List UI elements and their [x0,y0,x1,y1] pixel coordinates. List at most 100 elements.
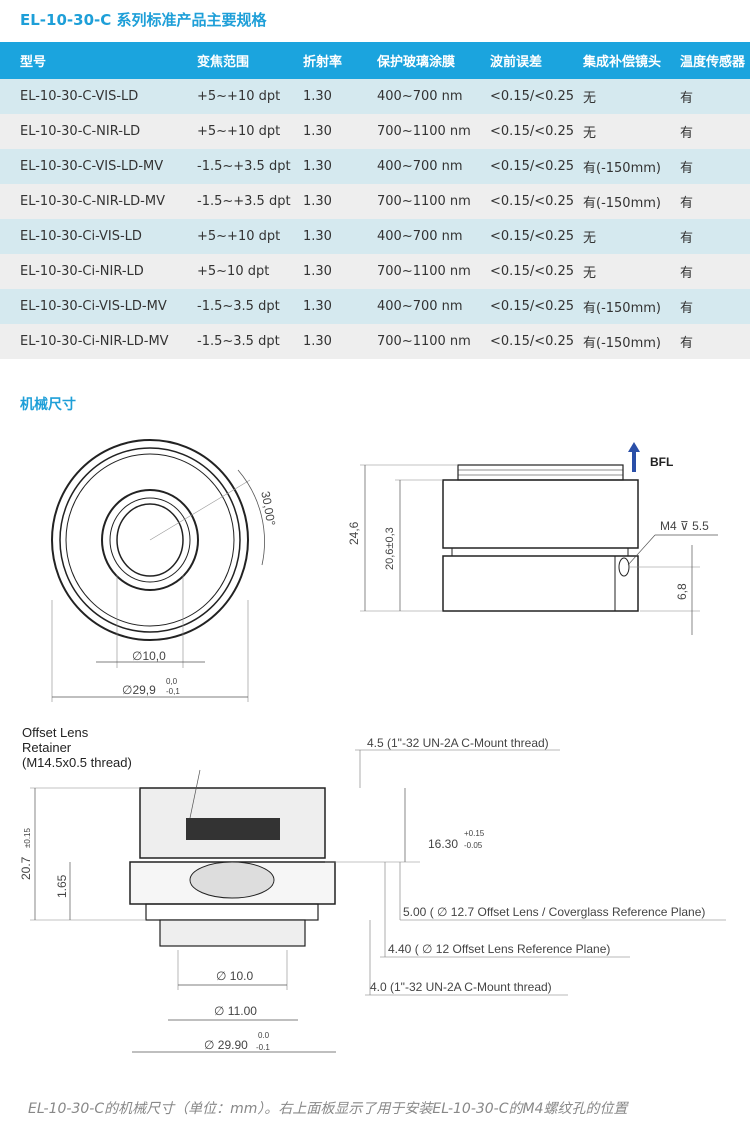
table-cell: 无 [583,219,680,254]
section-title: 机械尺寸 [20,397,76,413]
table-cell: 有(-150mm) [583,149,680,184]
table-cell: EL-10-30-Ci-VIS-LD-MV [0,289,197,324]
table-cell: 700~1100 nm [377,254,490,289]
inner-width-label: ∅ 11.00 [214,1004,257,1018]
table-cell: 1.30 [303,79,377,114]
thread-label-bottom: 4.0 (1"-32 UN-2A C-Mount thread) [370,980,552,994]
table-cell: 1.30 [303,289,377,324]
table-cell: 无 [583,254,680,289]
height-label: 24,6 [347,521,361,545]
col-header: 集成补偿镜头 [583,42,680,79]
table-cell: 有 [680,114,750,149]
table-cell: EL-10-30-C-NIR-LD-MV [0,184,197,219]
table-cell: <0.15/<0.25 [490,114,583,149]
retainer-label-3: (M14.5x0.5 thread) [22,755,132,770]
table-cell: +5~+10 dpt [197,114,303,149]
tol-up: +0.15 [464,829,485,838]
table-cell: 400~700 nm [377,79,490,114]
table-cell: -1.5~+3.5 dpt [197,184,303,219]
table-header: 型号 变焦范围 折射率 保护玻璃涂膜 波前误差 集成补偿镜头 温度传感器 [0,42,750,79]
table-cell: 1.30 [303,184,377,219]
table-cell: <0.15/<0.25 [490,324,583,359]
thread-label-top: 4.5 (1"-32 UN-2A C-Mount thread) [367,736,549,750]
tol-low: -0.05 [464,841,483,850]
total-height-label: 20.7 [19,856,33,880]
tol-low: -0,1 [166,687,180,696]
table-cell: <0.15/<0.25 [490,289,583,324]
table-cell: 有 [680,289,750,324]
table-cell: 700~1100 nm [377,184,490,219]
col-header: 波前误差 [490,42,583,79]
table-cell: <0.15/<0.25 [490,254,583,289]
retainer-label-2: Retainer [22,740,72,755]
tol-up: 0,0 [166,677,178,686]
table-cell: 1.30 [303,254,377,289]
table-cell: -1.5~3.5 dpt [197,324,303,359]
table-cell: 1.30 [303,219,377,254]
front-view-drawing [51,439,265,702]
table-cell: EL-10-30-C-VIS-LD [0,79,197,114]
table-cell: <0.15/<0.25 [490,149,583,184]
table-cell: 有(-150mm) [583,289,680,324]
table-cell: 700~1100 nm [377,324,490,359]
table-cell: -1.5~+3.5 dpt [197,149,303,184]
table-cell: <0.15/<0.25 [490,219,583,254]
inner-diameter-label: ∅10,0 [132,649,166,663]
table-cell: 无 [583,114,680,149]
table-cell: 有 [680,324,750,359]
spec-table: 型号 变焦范围 折射率 保护玻璃涂膜 波前误差 集成补偿镜头 温度传感器 EL-… [0,42,750,359]
col-header: 变焦范围 [197,42,303,79]
col-header: 保护玻璃涂膜 [377,42,490,79]
table-cell: 1.30 [303,324,377,359]
table-cell: 700~1100 nm [377,114,490,149]
col-header: 温度传感器 [680,42,750,79]
outer-diameter-label: ∅29,9 [122,683,156,697]
table-cell: EL-10-30-Ci-VIS-LD [0,219,197,254]
table-cell: 有 [680,219,750,254]
hole-offset-label: 6,8 [675,583,689,600]
table-cell: 400~700 nm [377,289,490,324]
table-cell: 1.30 [303,149,377,184]
body-height-label: 20,6±0,3 [384,527,396,570]
tol: ±0.15 [23,827,32,848]
bfl-label: BFL [650,455,673,469]
depth-label: 16.30 [428,837,458,851]
table-cell: +5~+10 dpt [197,219,303,254]
table-cell: EL-10-30-C-NIR-LD [0,114,197,149]
angle-label: 30,00° [258,490,278,527]
table-cell: 400~700 nm [377,149,490,184]
table-cell: 有(-150mm) [583,184,680,219]
tol-up: 0.0 [258,1031,270,1040]
table-cell: 有 [680,149,750,184]
aperture-label: ∅ 10.0 [216,969,253,983]
table-cell: <0.15/<0.25 [490,184,583,219]
table-cell: 有(-150mm) [583,324,680,359]
table-cell: <0.15/<0.25 [490,79,583,114]
ref-plane-label-2: 4.40 ( ∅ 12 Offset Lens Reference Plane) [388,942,610,956]
flange-label: 1.65 [55,874,69,898]
table-cell: 有 [680,184,750,219]
table-cell: +5~10 dpt [197,254,303,289]
table-cell: 有 [680,254,750,289]
outer-width-label: ∅ 29.90 [204,1038,248,1052]
section-view-drawing [30,749,726,1053]
figure-caption: EL-10-30-C的机械尺寸（单位：mm）。右上面板显示了用于安装EL-10-… [28,1101,628,1117]
col-header: 折射率 [303,42,377,79]
tol-low: -0.1 [256,1043,270,1052]
table-cell: 400~700 nm [377,219,490,254]
retainer-label-1: Offset Lens [22,725,89,740]
m4-label: M4 ⊽ 5.5 [660,519,709,533]
table-cell: 无 [583,79,680,114]
table-cell: EL-10-30-C-VIS-LD-MV [0,149,197,184]
table-cell: 1.30 [303,114,377,149]
side-view-drawing [360,442,718,635]
